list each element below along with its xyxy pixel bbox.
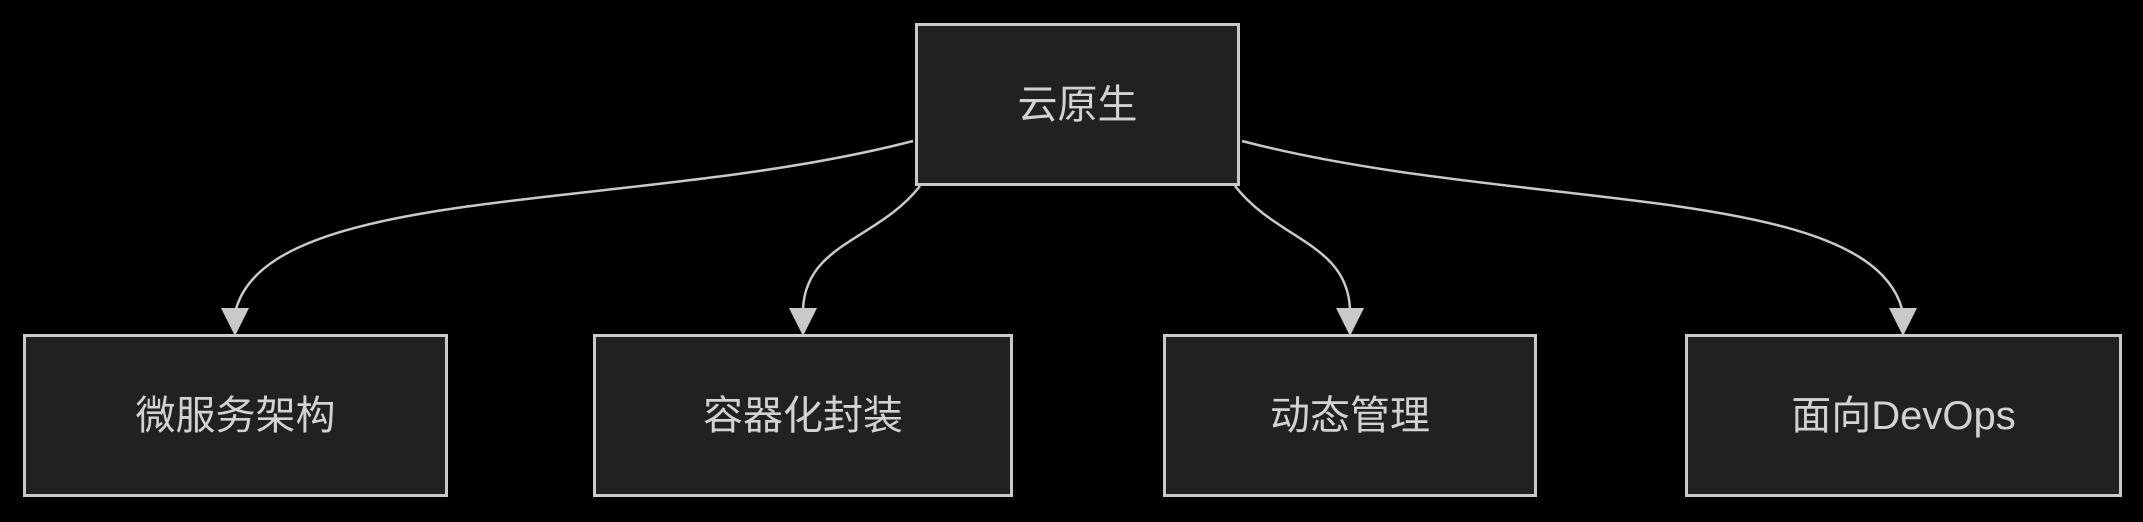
edge-root-to-containerization	[801, 185, 921, 310]
node-label: 面向DevOps	[1791, 393, 2016, 438]
node-dynamic-management: 动态管理	[1163, 334, 1537, 497]
node-label: 容器化封装	[703, 393, 903, 438]
node-devops-oriented: 面向DevOps	[1685, 334, 2122, 497]
edge-root-to-dynamic-management	[1234, 185, 1352, 310]
node-label: 云原生	[1017, 82, 1138, 127]
node-label: 微服务架构	[135, 393, 336, 438]
arrowhead-icon	[221, 308, 249, 336]
edge-root-to-devops	[1241, 139, 1904, 310]
node-cloud-native: 云原生	[915, 23, 1240, 186]
node-microservices-architecture: 微服务架构	[23, 334, 448, 497]
arrowhead-icon	[1336, 308, 1364, 336]
edge-root-to-microservices	[234, 139, 914, 310]
arrowhead-icon	[789, 308, 817, 336]
node-containerized-packaging: 容器化封装	[593, 334, 1013, 497]
node-label: 动态管理	[1270, 393, 1430, 438]
arrowhead-icon	[1889, 308, 1917, 336]
